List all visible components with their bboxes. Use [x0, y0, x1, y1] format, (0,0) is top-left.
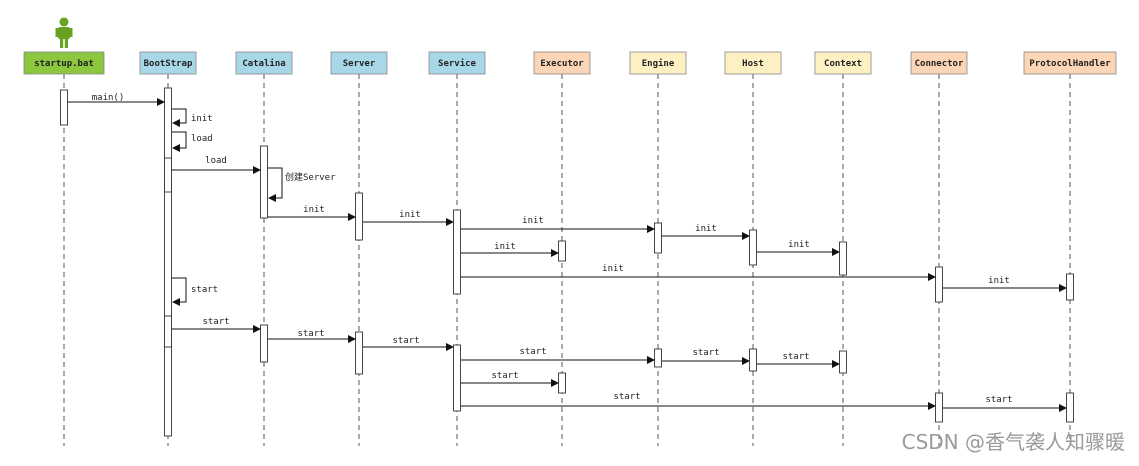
- activation-connector: [935, 392, 943, 423]
- participant-headers: startup.bat BootStrap Catalina Server Servic…: [23, 51, 1117, 75]
- message-label: load: [205, 156, 227, 166]
- activation-server: [355, 192, 363, 241]
- activation-server: [355, 331, 363, 375]
- participant-engine-box: [629, 51, 687, 75]
- message-label: start: [297, 329, 324, 339]
- watermark-text: CSDN @香气袭人知骤暖: [901, 430, 1125, 454]
- activation-context: [839, 350, 847, 374]
- activation-startup: [60, 89, 68, 126]
- participant-server-box: [330, 51, 388, 75]
- activation-bootstrap: [164, 87, 172, 437]
- message-label: start: [692, 348, 719, 358]
- message-label: init: [602, 264, 624, 274]
- activation-catalina: [260, 145, 268, 219]
- participant-executor-label: Executor: [540, 59, 584, 69]
- message-label: start: [202, 317, 229, 327]
- self-message-arrow: [172, 131, 187, 152]
- message-label: load: [191, 134, 213, 144]
- activation-bootstrap: [164, 157, 172, 193]
- activation-host: [749, 348, 757, 372]
- message-label: start: [519, 347, 546, 357]
- messages: main() init load load 创建Server init init init in…: [68, 93, 1067, 412]
- message-label: init: [522, 216, 544, 226]
- self-message-arrow: [172, 277, 187, 306]
- message-label: start: [985, 395, 1012, 405]
- participant-bootstrap-box: [139, 51, 197, 75]
- message-label: main(): [92, 93, 125, 103]
- participant-protocolhandler-box: [1023, 51, 1117, 75]
- participant-protocolhandler-label: ProtocolHandler: [1029, 59, 1111, 69]
- self-message-arrow: [172, 108, 187, 127]
- activation-context: [839, 241, 847, 276]
- message-label: start: [613, 392, 640, 402]
- participant-server-label: Server: [343, 59, 376, 69]
- activation-executor: [558, 372, 566, 394]
- participant-catalina-box: [235, 51, 293, 75]
- participant-startup-box: [23, 51, 105, 75]
- participant-service-label: Service: [438, 58, 477, 69]
- activation-service: [453, 209, 461, 295]
- message-label: start: [392, 336, 419, 346]
- message-label: init: [399, 210, 421, 220]
- participant-connector-box: [910, 51, 968, 75]
- message-label: start: [191, 285, 218, 295]
- activation-protocolhandler: [1066, 392, 1074, 423]
- message-label: init: [303, 205, 325, 215]
- activation-protocolhandler: [1066, 273, 1074, 301]
- message-label: init: [695, 224, 717, 234]
- participant-engine-label: Engine: [642, 58, 675, 69]
- participant-connector-label: Connector: [915, 59, 964, 69]
- activation-service: [453, 344, 461, 412]
- message-label: init: [191, 114, 213, 124]
- activation-connector: [935, 266, 943, 303]
- message-label: start: [491, 371, 518, 381]
- message-label: init: [988, 276, 1010, 286]
- message-label: init: [494, 242, 516, 252]
- participant-host-box: [724, 51, 782, 75]
- message-label: start: [782, 352, 809, 362]
- self-message-arrow: [268, 167, 283, 202]
- activation-executor: [558, 240, 566, 262]
- activation-bars: [60, 87, 1074, 437]
- lifelines: [63, 74, 1071, 446]
- activation-engine: [654, 222, 662, 254]
- activation-host: [749, 229, 757, 266]
- participant-executor-box: [533, 51, 591, 75]
- participant-service-box: [428, 51, 486, 75]
- activation-catalina: [260, 324, 268, 363]
- participant-startup-label: startup.bat: [34, 59, 94, 69]
- activation-bootstrap: [164, 315, 172, 348]
- participant-context-label: Context: [824, 59, 862, 69]
- message-label: 创建Server: [285, 171, 336, 183]
- participant-catalina-label: Catalina: [242, 58, 285, 69]
- activation-engine: [654, 348, 662, 368]
- message-label: init: [788, 240, 810, 250]
- participant-host-label: Host: [742, 59, 764, 69]
- participant-bootstrap-label: BootStrap: [144, 59, 193, 69]
- actor-icon: [55, 17, 73, 48]
- participant-context-box: [814, 51, 872, 75]
